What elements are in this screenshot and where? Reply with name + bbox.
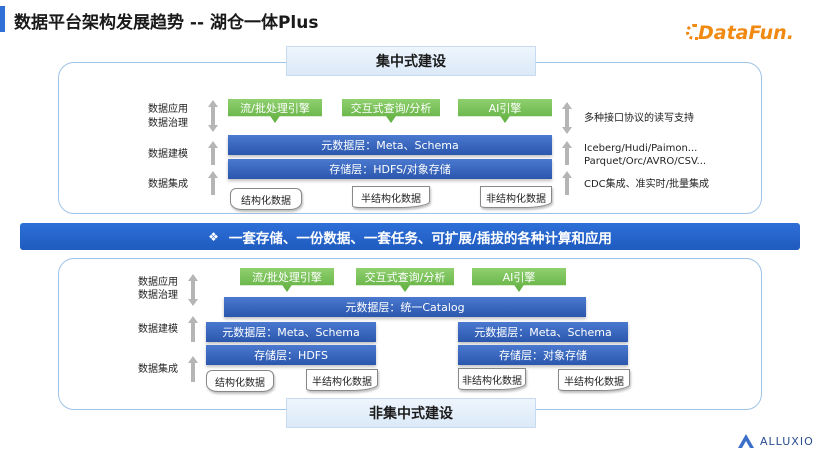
centralized-label-gov: 数据治理 — [148, 118, 188, 129]
up-arrow-icon — [562, 141, 572, 165]
page-title: 数据平台架构发展趋势 -- 湖仓一体Plus — [14, 13, 319, 33]
unstructured-data-source: 非结构化数据 — [458, 368, 526, 390]
structured-data-source: 结构化数据 — [230, 188, 302, 210]
semi-structured-data-source: 半结构化数据 — [558, 369, 630, 391]
semi-structured-data-source: 半结构化数据 — [306, 369, 378, 391]
double-arrow-icon — [562, 102, 572, 134]
centralized-tab: 集中式建设 — [286, 46, 536, 76]
title-accent-bar — [0, 6, 5, 32]
alluxio-logo: ALLUXIO — [738, 434, 814, 448]
decentralized-label-gov: 数据治理 — [138, 290, 178, 301]
centralized-label-integ: 数据集成 — [148, 179, 188, 190]
ingestion-note: CDC集成、准实时/批量集成 — [584, 179, 710, 190]
table-formats-note: Iceberg/Hudi/Paimon... — [584, 143, 698, 154]
right-metadata-layer: 元数据层：Meta、Schema — [458, 322, 628, 342]
decentralized-label-app: 数据应用 — [138, 277, 178, 288]
decentralized-label-model: 数据建模 — [138, 324, 178, 335]
unstructured-data-source: 非结构化数据 — [480, 186, 552, 208]
left-storage-layer: 存储层：HDFS — [206, 345, 376, 365]
up-arrow-icon — [188, 356, 198, 382]
diamond-bullet-icon: ❖ — [208, 229, 219, 244]
metadata-layer: 元数据层：Meta、Schema — [228, 135, 552, 155]
structured-data-source: 结构化数据 — [206, 370, 274, 392]
up-arrow-icon — [562, 171, 572, 195]
decentralized-label-integ: 数据集成 — [138, 364, 178, 375]
datafun-logo: DataFun. — [698, 22, 794, 44]
unified-catalog-layer: 元数据层：统一Catalog — [224, 297, 586, 317]
centralized-label-app: 数据应用 — [148, 104, 188, 115]
semi-structured-data-source: 半结构化数据 — [352, 186, 430, 208]
double-arrow-icon — [188, 274, 198, 306]
summary-banner-text: 一套存储、一份数据、一套任务、可扩展/插拔的各种计算和应用 — [228, 230, 612, 247]
right-storage-layer: 存储层：对象存储 — [458, 345, 628, 365]
datafun-logo-mark — [686, 24, 698, 40]
left-metadata-layer: 元数据层：Meta、Schema — [206, 322, 376, 342]
storage-layer: 存储层：HDFS/对象存储 — [228, 159, 552, 179]
up-arrow-icon — [208, 171, 218, 195]
decentralized-tab: 非集中式建设 — [286, 398, 536, 428]
alluxio-logo-text: ALLUXIO — [760, 434, 814, 448]
alluxio-logo-icon — [738, 434, 754, 448]
engine-stream-batch: 流/批处理引擎 — [240, 268, 334, 292]
up-arrow-icon — [188, 316, 198, 342]
summary-banner: ❖ 一套存储、一份数据、一套任务、可扩展/插拔的各种计算和应用 — [20, 223, 800, 250]
double-arrow-icon — [208, 100, 218, 132]
up-arrow-icon — [208, 141, 218, 165]
centralized-label-model: 数据建模 — [148, 149, 188, 160]
file-formats-note: Parquet/Orc/AVRO/CSV... — [584, 156, 707, 167]
interface-support-note: 多种接口协议的读写支持 — [584, 113, 694, 124]
